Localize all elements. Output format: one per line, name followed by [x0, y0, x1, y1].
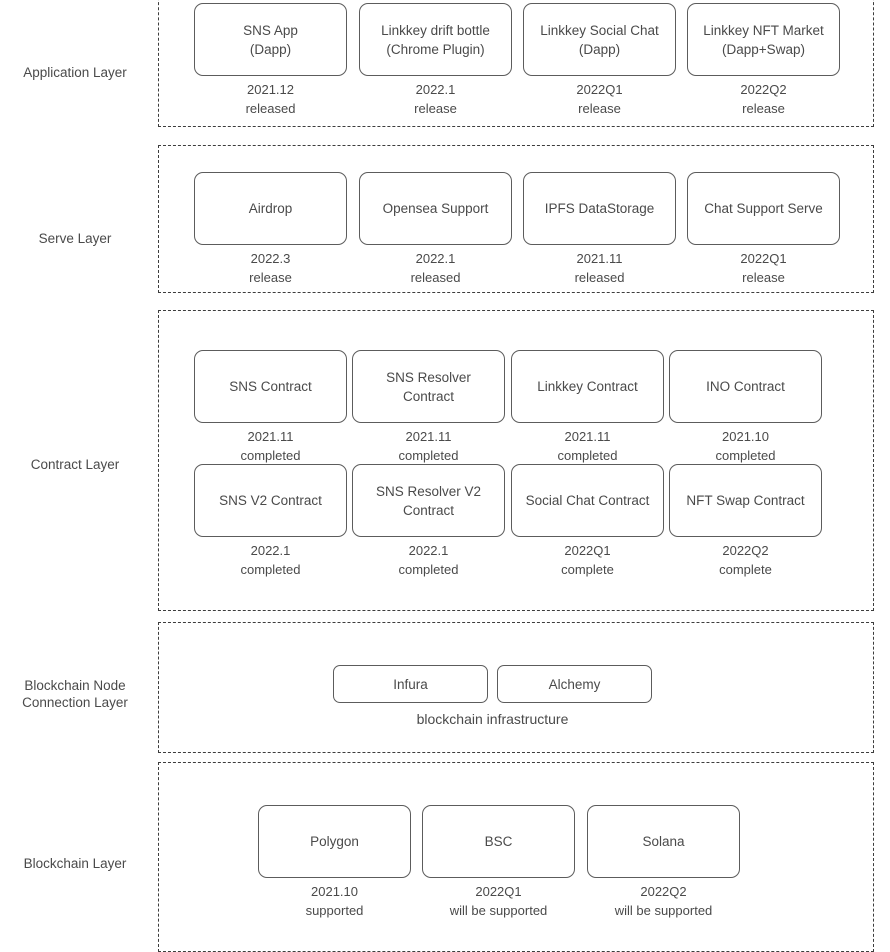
caption-opensea-support: 2022.1 released — [410, 251, 461, 285]
blockchain-infrastructure-note: blockchain infrastructure — [416, 711, 569, 727]
layer-container-blockchain-node-connection — [158, 622, 874, 753]
caption-airdrop: 2022.3 release — [249, 251, 292, 285]
layer-label-serve: Serve Layer — [38, 231, 112, 246]
node-social-chat-contract[interactable]: Social Chat Contract — [511, 464, 664, 537]
node-infura[interactable]: Infura — [333, 665, 488, 703]
caption-linkkey-contract: 2021.11 completed — [557, 429, 618, 463]
layer-label-blockchain-node-connection: Blockchain Node Connection Layer — [22, 678, 128, 710]
layer-label-application: Application Layer — [23, 65, 127, 80]
node-solana[interactable]: Solana — [587, 805, 740, 878]
caption-linkkey-drift-bottle: 2022.1 release — [414, 82, 457, 116]
caption-chat-support-serve: 2022Q1 release — [740, 251, 787, 285]
node-sns-contract[interactable]: SNS Contract — [194, 350, 347, 423]
layer-label-contract: Contract Layer — [30, 457, 120, 472]
caption-ino-contract: 2021.10 completed — [715, 429, 776, 463]
caption-sns-app: 2021.12 released — [245, 82, 296, 116]
node-airdrop[interactable]: Airdrop — [194, 172, 347, 245]
node-bsc[interactable]: BSC — [422, 805, 575, 878]
node-nft-swap-contract[interactable]: NFT Swap Contract — [669, 464, 822, 537]
layer-container-contract — [158, 310, 874, 611]
caption-sns-resolver-v2-contract: 2022.1 completed — [398, 543, 459, 577]
caption-ipfs-datastorage: 2021.11 released — [574, 251, 625, 285]
caption-linkkey-nft-market: 2022Q2 release — [740, 82, 787, 116]
node-opensea-support[interactable]: Opensea Support — [359, 172, 512, 245]
caption-nft-swap-contract: 2022Q2 complete — [719, 543, 772, 577]
node-chat-support-serve[interactable]: Chat Support Serve — [687, 172, 840, 245]
node-alchemy[interactable]: Alchemy — [497, 665, 652, 703]
layer-container-serve — [158, 145, 874, 293]
node-ino-contract[interactable]: INO Contract — [669, 350, 822, 423]
node-sns-app[interactable]: SNS App (Dapp) — [194, 3, 347, 76]
node-linkkey-drift-bottle[interactable]: Linkkey drift bottle (Chrome Plugin) — [359, 3, 512, 76]
caption-sns-contract: 2021.11 completed — [240, 429, 301, 463]
node-polygon[interactable]: Polygon — [258, 805, 411, 878]
node-ipfs-datastorage[interactable]: IPFS DataStorage — [523, 172, 676, 245]
caption-sns-v2-contract: 2022.1 completed — [240, 543, 301, 577]
node-sns-v2-contract[interactable]: SNS V2 Contract — [194, 464, 347, 537]
layer-label-blockchain: Blockchain Layer — [23, 856, 127, 871]
caption-bsc: 2022Q1 will be supported — [449, 884, 548, 918]
node-sns-resolver-contract[interactable]: SNS Resolver Contract — [352, 350, 505, 423]
node-linkkey-social-chat[interactable]: Linkkey Social Chat (Dapp) — [523, 3, 676, 76]
layer-container-application — [158, 0, 874, 127]
caption-linkkey-social-chat: 2022Q1 release — [576, 82, 623, 116]
caption-social-chat-contract: 2022Q1 complete — [561, 543, 614, 577]
node-linkkey-contract[interactable]: Linkkey Contract — [511, 350, 664, 423]
node-linkkey-nft-market[interactable]: Linkkey NFT Market (Dapp+Swap) — [687, 3, 840, 76]
caption-solana: 2022Q2 will be supported — [614, 884, 713, 918]
caption-sns-resolver-contract: 2021.11 completed — [398, 429, 459, 463]
node-sns-resolver-v2-contract[interactable]: SNS Resolver V2 Contract — [352, 464, 505, 537]
caption-polygon: 2021.10 supported — [305, 884, 364, 918]
